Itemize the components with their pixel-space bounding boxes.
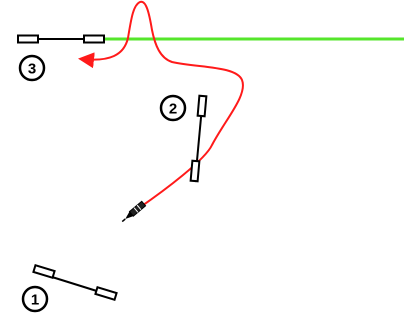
step-number-3: 3 (28, 61, 36, 78)
step-badge-3: 3 (18, 54, 46, 82)
component-2 (189, 94, 208, 183)
component-1-end-right (94, 285, 118, 302)
component-3-end-right (83, 34, 105, 44)
red-path (78, 0, 244, 209)
component-2-end-bottom (189, 159, 201, 183)
step-badge-2: 2 (159, 94, 187, 122)
component-3 (17, 34, 105, 44)
component-1 (32, 263, 118, 302)
pen-icon (121, 200, 147, 223)
component-1-end-left (32, 263, 56, 280)
component-2-end-top (196, 94, 208, 118)
step-badge-1: 1 (21, 285, 49, 313)
step-number-1: 1 (31, 292, 39, 309)
step-number-2: 2 (169, 101, 177, 118)
component-3-end-left (17, 34, 39, 44)
